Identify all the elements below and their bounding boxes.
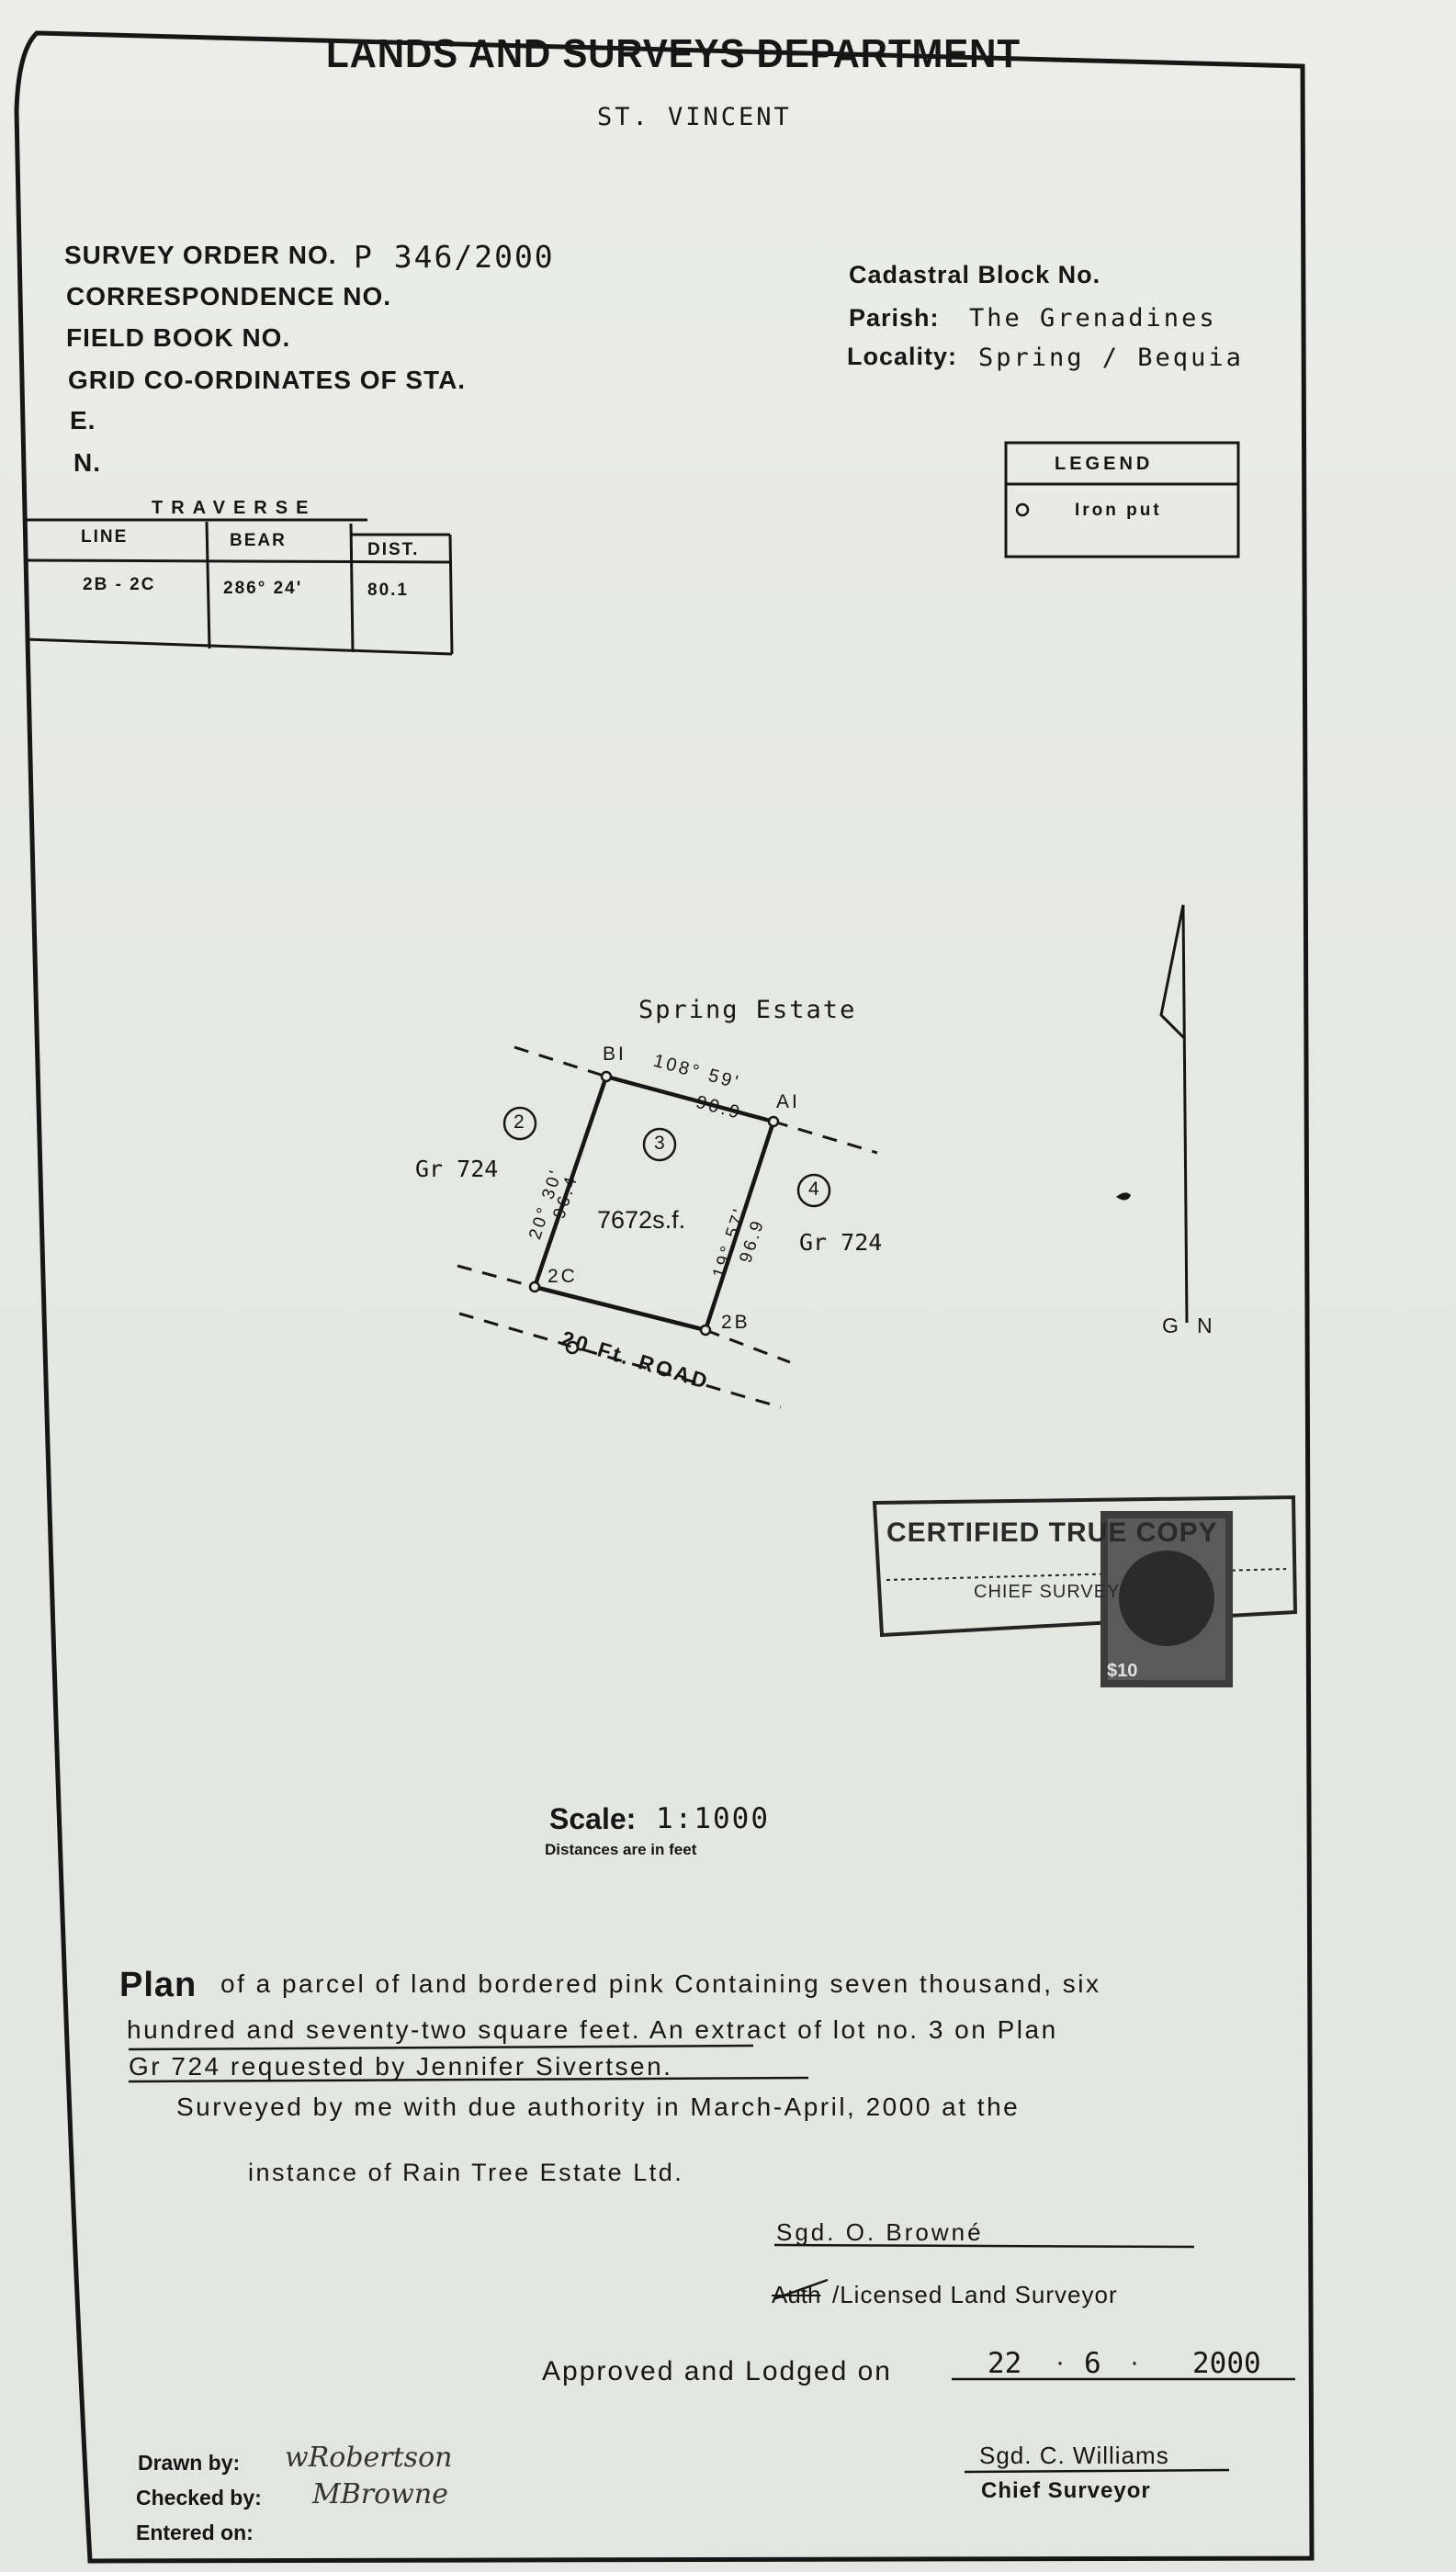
stamp-value: $10 <box>1107 1661 1138 1681</box>
field-book-label: FIELD BOOK NO. <box>66 323 291 352</box>
correspondence-label: CORRESPONDENCE NO. <box>66 282 392 310</box>
chief-title: Chief Surveyor <box>981 2478 1151 2503</box>
surveyor-title: /Licensed Land Surveyor <box>832 2281 1118 2308</box>
locality-value: Spring / Bequia <box>978 344 1244 372</box>
territory-name: ST. VINCENT <box>597 103 792 131</box>
chief-signature: Sgd. C. Williams <box>979 2442 1169 2469</box>
traverse-cell-bear: 286° 24' <box>223 579 303 598</box>
adjacent-dashed-lines <box>457 1045 878 1409</box>
approved-day: 22 <box>988 2347 1022 2380</box>
traverse-header-line: LINE <box>81 527 129 547</box>
form-lines <box>128 2044 1295 2474</box>
parish-value: The Grenadines <box>969 304 1217 333</box>
ink-blot <box>1116 1192 1131 1201</box>
grid-coordinates-label: GRID CO-ORDINATES OF STA. <box>68 366 467 394</box>
approved-year: 2000 <box>1192 2347 1261 2380</box>
traverse-cell-line: 2B - 2C <box>83 575 156 594</box>
surveyor-signature: Sgd. O. Browné <box>776 2218 984 2246</box>
point-a1-label: AI <box>776 1091 800 1112</box>
approved-month: 6 <box>1084 2347 1101 2380</box>
page-border <box>14 30 1315 2564</box>
drawn-by-signature: wRobertson <box>285 2442 453 2474</box>
north-label: N <box>1197 1314 1213 1337</box>
gr-left-label: Gr 724 <box>415 1156 499 1182</box>
gr-right-label: Gr 724 <box>799 1229 883 1256</box>
north-grid-label: G <box>1162 1314 1179 1337</box>
plan-line-2: hundred and seventy-two square feet. An … <box>127 2015 1058 2044</box>
locality-label: Locality: <box>847 343 958 370</box>
entered-on-label: Entered on: <box>136 2521 254 2544</box>
traverse-table-lines <box>24 518 454 656</box>
legend-box <box>1004 441 1240 558</box>
traverse-title: TRAVERSE <box>152 498 317 518</box>
checked-by-label: Checked by: <box>136 2486 262 2510</box>
survey-order-label: SURVEY ORDER NO. <box>64 241 337 269</box>
scale-note: Distances are in feet <box>545 1841 697 1858</box>
plan-line-3: Gr 724 requested by Jennifer Sivertsen. <box>129 2052 673 2081</box>
plan-line-1: of a parcel of land bordered pink Contai… <box>220 1969 1101 1998</box>
traverse-header-dist: DIST. <box>367 540 420 559</box>
drawn-by-label: Drawn by: <box>138 2451 241 2475</box>
north-arrow <box>1159 904 1189 1324</box>
stamp-text: CERTIFIED TRUE COPY <box>886 1517 1218 1548</box>
road-edge <box>534 1284 706 1333</box>
traverse-header-bear: BEAR <box>230 531 287 550</box>
lot-number-circles <box>502 1106 831 1208</box>
date-separator-1: · <box>1055 2347 1065 2377</box>
point-2c-label: 2C <box>547 1266 578 1287</box>
lot-area: 7672s.f. <box>597 1206 686 1234</box>
corner-markers <box>528 1070 780 1355</box>
scale-label: Scale: <box>549 1802 637 1835</box>
lot-4-number: 4 <box>808 1179 819 1200</box>
traverse-cell-dist: 80.1 <box>367 581 409 600</box>
scale-value: 1:1000 <box>656 1802 770 1835</box>
cadastral-label: Cadastral Block No. <box>849 261 1101 288</box>
certified-stamp <box>872 1495 1298 1687</box>
date-separator-2: · <box>1130 2347 1139 2377</box>
legend-item: Iron put <box>1075 501 1162 520</box>
estate-label: Spring Estate <box>638 996 857 1024</box>
lot-3-number: 3 <box>654 1133 665 1154</box>
point-2b-label: 2B <box>721 1312 751 1333</box>
easting-label: E. <box>70 406 96 434</box>
point-b1-label: BI <box>603 1043 626 1065</box>
lot-2-number: 2 <box>514 1111 525 1133</box>
iron-pin-legend-icon <box>1015 502 1030 517</box>
northing-label: N. <box>73 448 101 477</box>
instance-statement: instance of Rain Tree Estate Ltd. <box>248 2159 684 2186</box>
department-title: LANDS AND SURVEYS DEPARTMENT <box>326 31 1021 76</box>
stamp-subtext: CHIEF SURVEYOR <box>974 1582 1150 1602</box>
survey-order-value: P 346/2000 <box>354 239 555 275</box>
approved-label: Approved and Lodged on <box>542 2356 892 2386</box>
surveyed-statement: Surveyed by me with due authority in Mar… <box>176 2093 1021 2121</box>
surveyor-title-struck: Auth <box>772 2281 821 2308</box>
legend-title: LEGEND <box>1055 454 1154 474</box>
checked-by-signature: MBrowne <box>312 2478 448 2510</box>
plan-lead: Plan <box>119 1966 198 2004</box>
parish-label: Parish: <box>849 304 940 332</box>
